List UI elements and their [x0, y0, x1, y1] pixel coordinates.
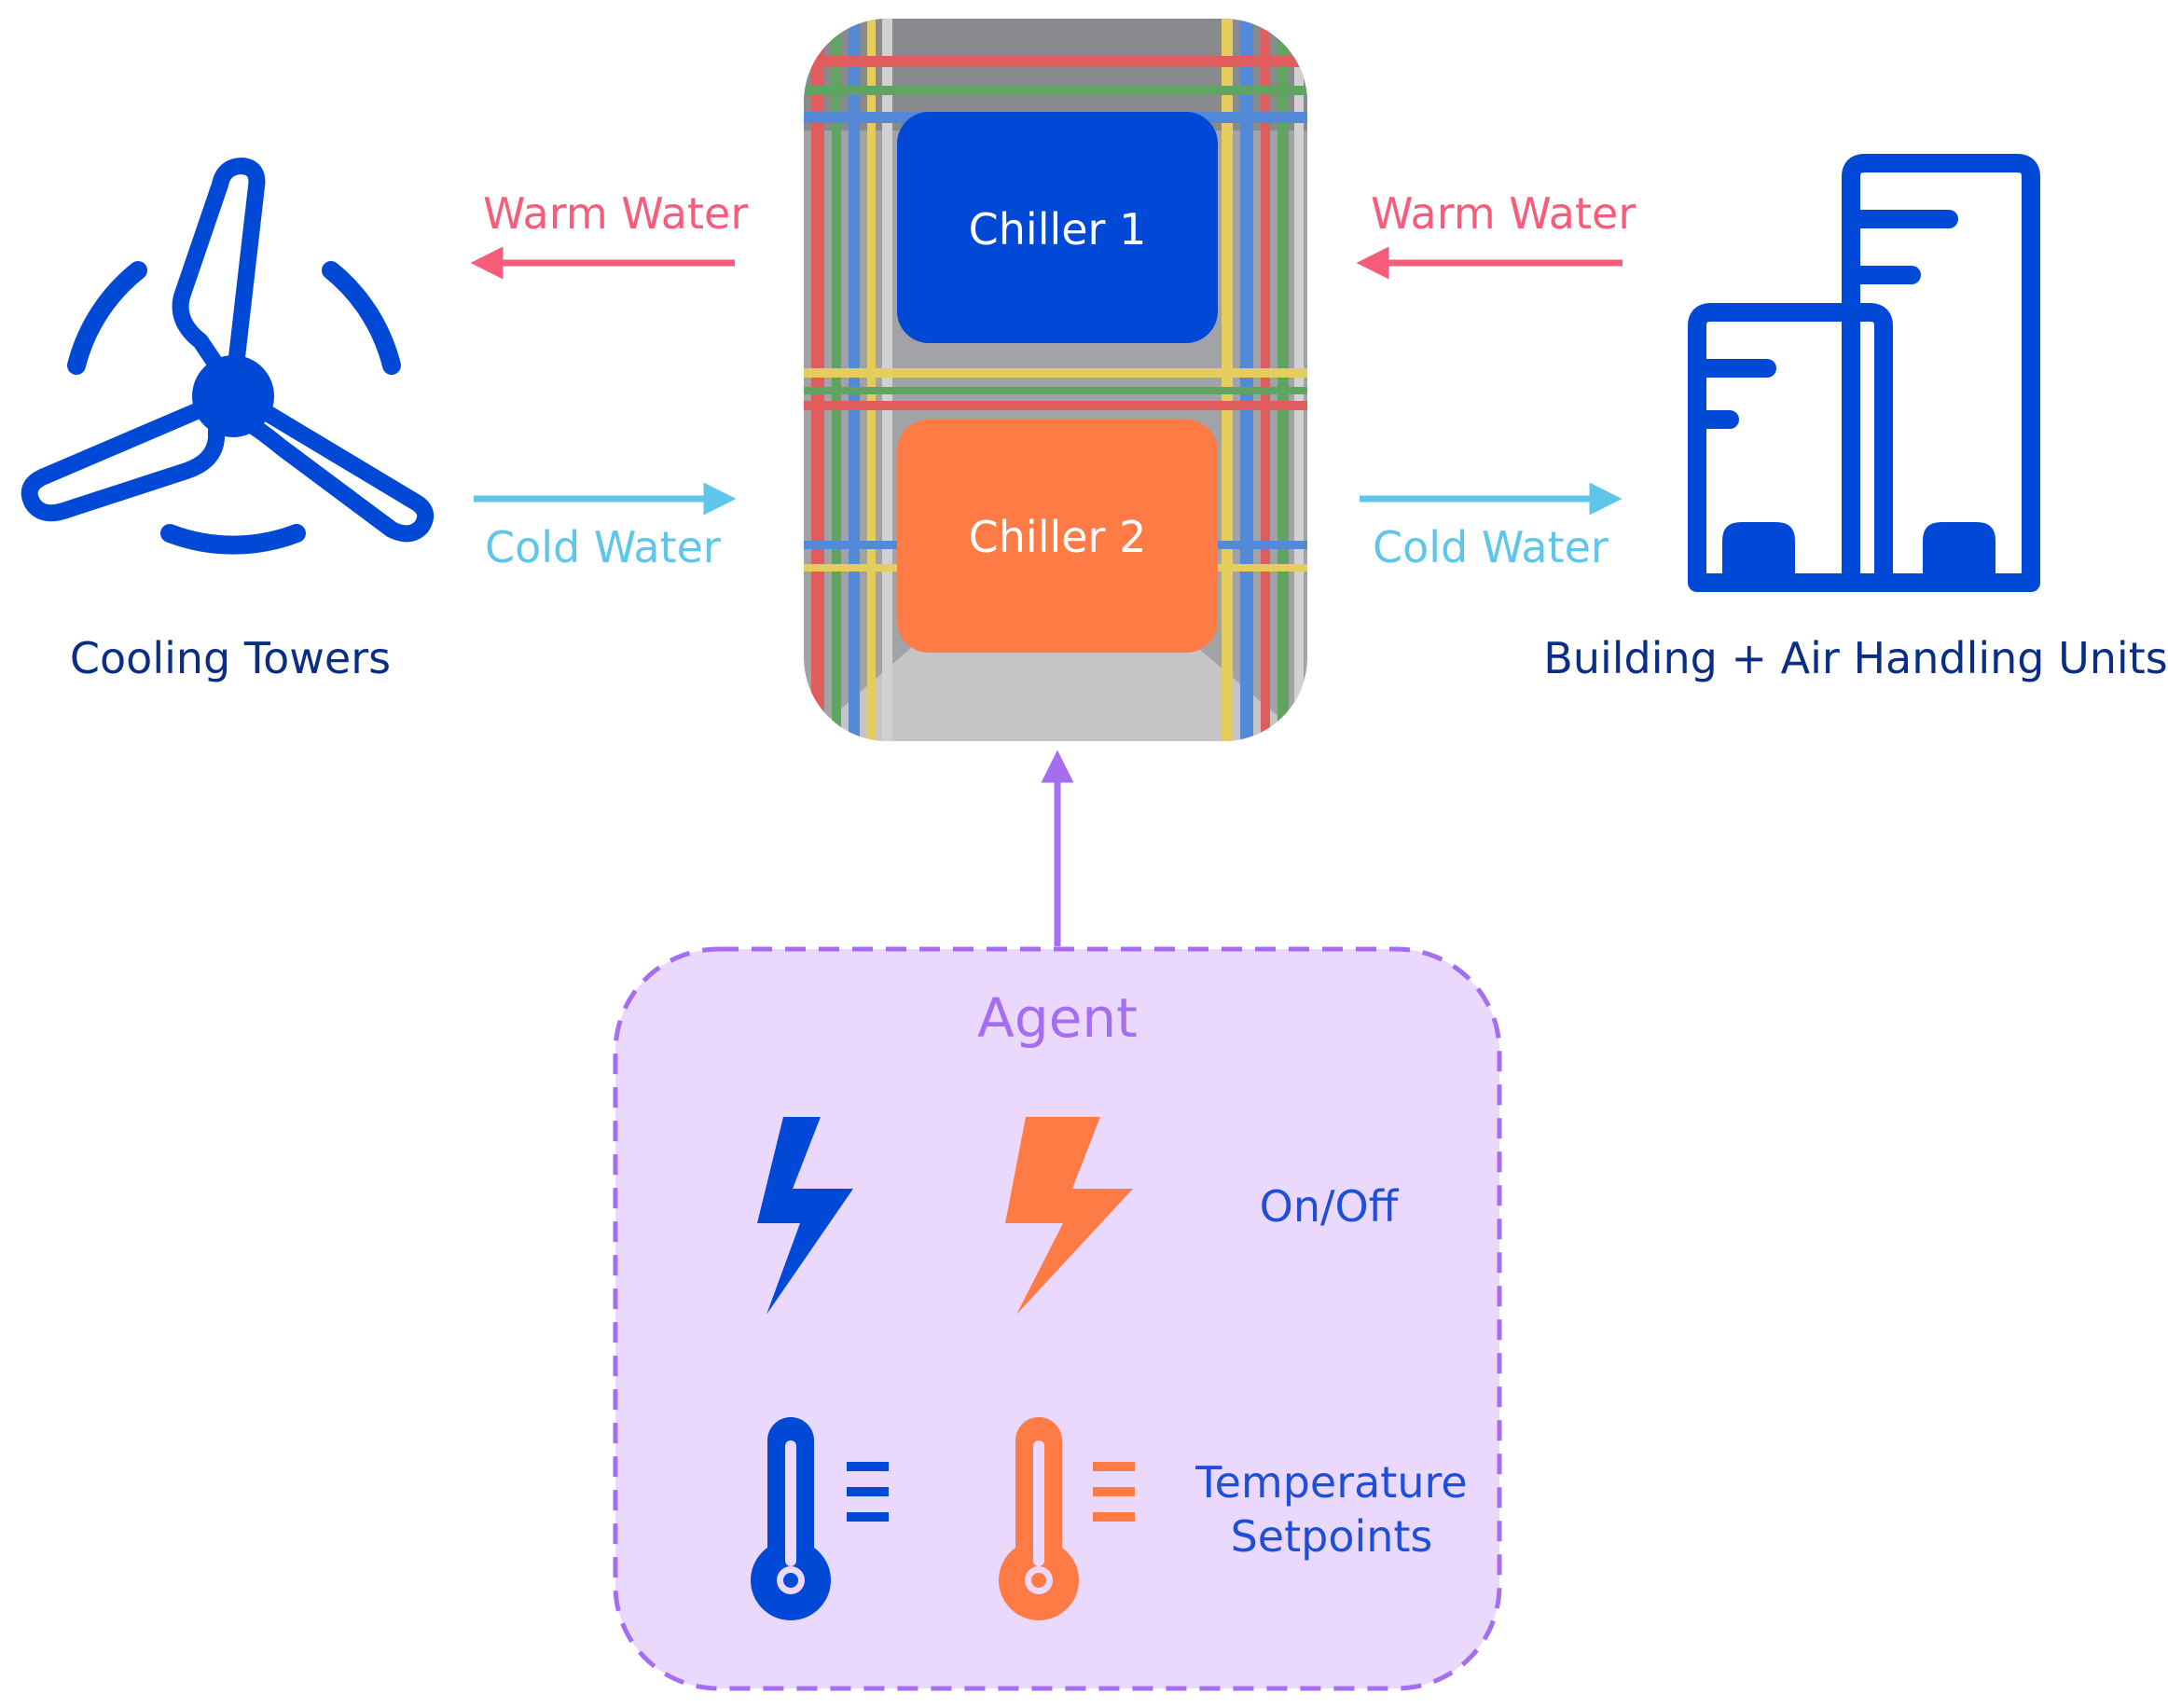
agent-title: Agent	[977, 986, 1138, 1050]
chiller-2: Chiller 2	[897, 420, 1218, 653]
on-off-label: On/Off	[1260, 1181, 1400, 1232]
building-label: Building + Air Handling Units	[1543, 633, 2167, 683]
cooling-towers-label: Cooling Towers	[70, 633, 391, 683]
chiller-2-label: Chiller 2	[969, 512, 1147, 562]
temperature-setpoints-label-line2: Setpoints	[1231, 1511, 1433, 1562]
agent-box	[613, 946, 1502, 1691]
building-icon	[1688, 154, 2040, 592]
left-warm-water-label: Warm Water	[483, 188, 748, 239]
thermometer-icon	[999, 1417, 1135, 1620]
temperature-setpoints-label-line1: Temperature	[1194, 1457, 1467, 1508]
lightning-icon	[1005, 1117, 1133, 1315]
chiller-1-label: Chiller 1	[969, 204, 1147, 255]
left-cold-water-label: Cold Water	[485, 522, 721, 572]
lightning-icon	[757, 1117, 853, 1315]
wind-turbine-icon	[21, 158, 435, 555]
thermometer-icon	[751, 1417, 889, 1620]
right-cold-water-label: Cold Water	[1373, 522, 1609, 572]
right-warm-water-label: Warm Water	[1371, 188, 1636, 239]
chiller-1: Chiller 1	[897, 112, 1218, 343]
